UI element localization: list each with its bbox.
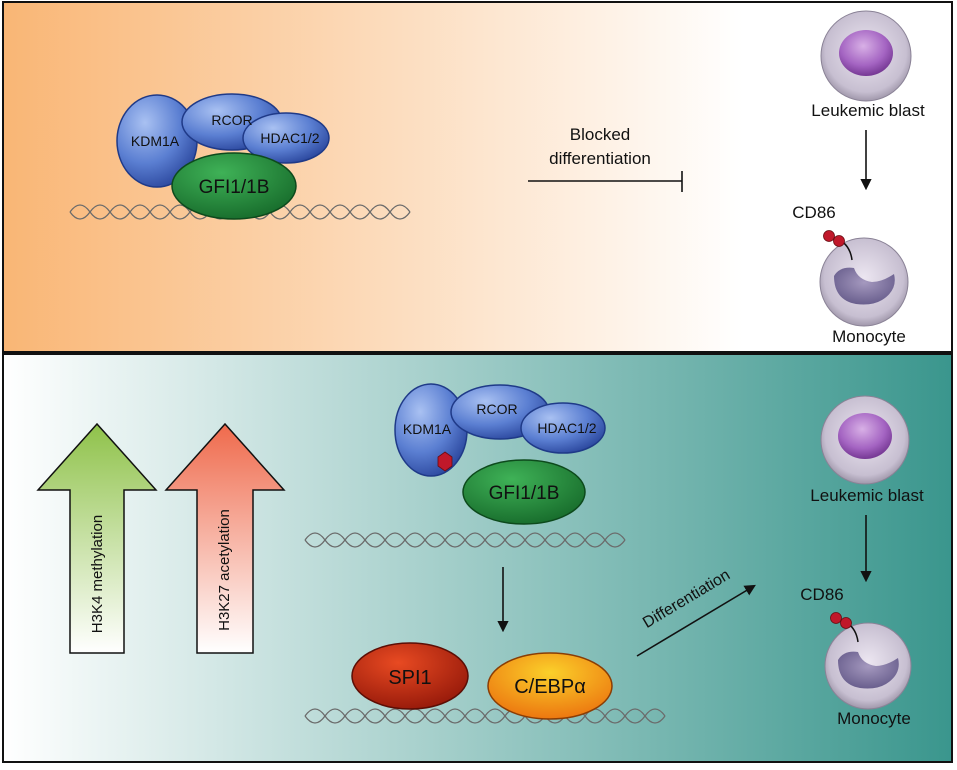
cd86-label-top: CD86 xyxy=(792,203,835,222)
cd86-receptor-bottom xyxy=(830,612,859,643)
hdac-protein-bottom xyxy=(520,402,606,454)
spi1-protein: SPI1 xyxy=(351,642,469,710)
hdac-label: HDAC1/2 xyxy=(260,130,319,146)
blast-label-bottom: Leukemic blast xyxy=(810,486,924,505)
blast-label-top: Leukemic blast xyxy=(811,101,925,120)
bottom-panel: H3K4 methylation H3K27 acetylation KDM1A… xyxy=(2,353,953,763)
cebpa-label: C/EBPα xyxy=(514,676,586,698)
gfi-protein-bottom xyxy=(462,459,586,525)
rcor-label-bottom: RCOR xyxy=(476,401,517,417)
gfi-label: GFI1/1B xyxy=(199,177,270,198)
leukemic-blast-cell xyxy=(820,10,912,102)
hdac-label-bottom: HDAC1/2 xyxy=(537,420,596,436)
h3k27-label: H3K27 acetylation xyxy=(216,509,233,631)
cd86-label-bottom: CD86 xyxy=(800,585,843,604)
dna-helix-bottom-2 xyxy=(304,708,666,724)
gfi-protein xyxy=(171,152,297,220)
differentiation-label-top: differentiation xyxy=(549,149,651,168)
protein-complex: KDM1A RCOR HDAC1/2 GFI1/1B xyxy=(116,93,330,220)
differentiation-arrow xyxy=(636,584,756,657)
kdm1a-label: KDM1A xyxy=(131,133,180,149)
spi1-label: SPI1 xyxy=(388,667,431,689)
top-panel: KDM1A RCOR HDAC1/2 GFI1/1B Blocked diffe… xyxy=(2,1,953,353)
h3k4-label: H3K4 methylation xyxy=(89,515,106,633)
monocyte-cell xyxy=(819,237,909,327)
leukemic-blast-cell-bottom xyxy=(820,395,910,485)
monocyte-cell-bottom xyxy=(824,622,912,710)
inhibitor-hexagon xyxy=(437,451,453,472)
dna-helix-bottom-1 xyxy=(304,532,626,548)
cebpa-protein: C/EBPα xyxy=(487,652,613,720)
cd86-receptor-top xyxy=(823,230,853,261)
blocked-label: Blocked xyxy=(570,125,630,144)
h3k27-acetylation-arrow: H3K27 acetylation xyxy=(164,422,286,654)
rcor-label: RCOR xyxy=(211,112,252,128)
gfi-label-bottom: GFI1/1B xyxy=(489,483,560,504)
h3k4-methylation-arrow: H3K4 methylation xyxy=(36,422,158,654)
monocyte-label-top: Monocyte xyxy=(832,327,906,346)
kdm1a-label-bottom: KDM1A xyxy=(403,421,452,437)
hdac-protein xyxy=(242,112,330,164)
inhibition-arrow xyxy=(528,171,683,192)
monocyte-label-bottom: Monocyte xyxy=(837,709,911,728)
protein-complex-inhibited: KDM1A RCOR HDAC1/2 GFI1/1B xyxy=(394,383,606,525)
